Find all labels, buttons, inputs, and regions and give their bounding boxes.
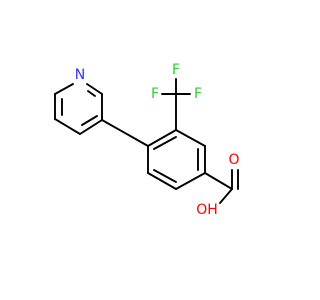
bond-pyridine-inner-c4-c5: [81, 115, 98, 126]
carbonyl-oxygen-label: O: [228, 152, 239, 168]
nitrogen-label: N: [75, 67, 85, 83]
bond-lines: [54, 78, 239, 204]
bond-biaryl-link: [101, 119, 149, 147]
bond-pyridine-inner-n-c6: [87, 90, 96, 97]
bond-carboxyl-hydroxyl: [219, 188, 233, 204]
bond-pyridine-c6-n: [86, 83, 103, 95]
bond-pyridine-c4-c5: [79, 119, 103, 135]
molecule-diagram: N F F F O OH: [54, 62, 240, 218]
bond-benzene-c3-c4: [175, 172, 206, 190]
atom-labels: N F F F O OH: [75, 62, 240, 218]
bond-pyridine-n-c2: [54, 83, 74, 95]
bond-benzene-c2-c3: [147, 172, 177, 190]
bond-benzene-c5-c6: [175, 129, 206, 147]
fluorine-left-label: F: [151, 86, 159, 102]
hydroxyl-label: OH: [196, 202, 218, 218]
bond-pyridine-c3-c4: [54, 118, 81, 135]
bond-benzene-c6-c1: [147, 129, 177, 147]
bond-ring-carboxyl: [204, 172, 233, 190]
fluorine-right-label: F: [194, 86, 202, 102]
fluorine-top-label: F: [172, 62, 180, 78]
bond-benzene-inner-c2-c3: [153, 169, 177, 183]
bond-benzene-inner-c1-c6: [153, 136, 177, 150]
